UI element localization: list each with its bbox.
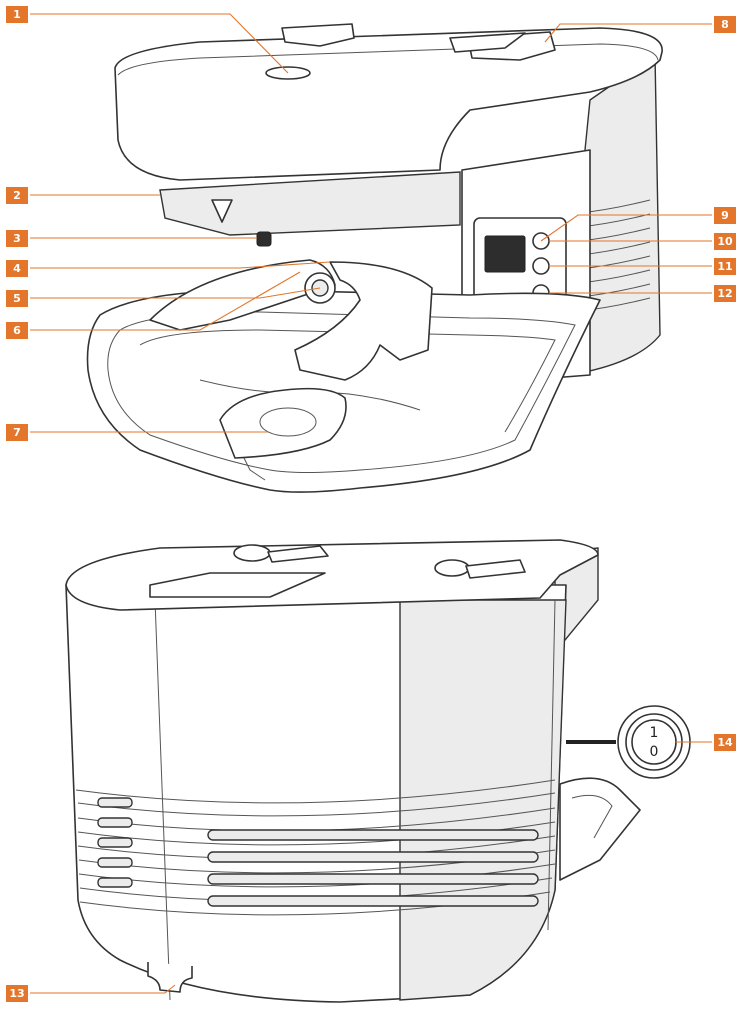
rear-top-opening: [149, 572, 326, 598]
callout-12: 12: [714, 285, 736, 302]
callout-1: 1: [6, 6, 28, 23]
lid-handle-left: [281, 23, 355, 47]
callout-2: 2: [6, 187, 28, 204]
rear-knob-right: [434, 559, 470, 577]
callout-7: 7: [6, 424, 28, 441]
charging-pad-inner: [259, 407, 317, 437]
rear-knob-left: [233, 544, 271, 562]
evacuation-hood: [159, 171, 461, 236]
callout-9: 9: [714, 207, 736, 224]
cleaning-arm-right: [294, 261, 433, 381]
power-off-label: 0: [650, 744, 659, 760]
callout-4: 4: [6, 260, 28, 277]
station-right-housing: [584, 53, 661, 373]
rear-handle: [267, 545, 329, 563]
callout-13: 13: [6, 985, 28, 1002]
dust-port: [449, 32, 526, 53]
callout-14: 14: [714, 734, 736, 751]
rear-housing-shadow: [399, 599, 567, 1001]
station-rear-view: 1 0: [65, 539, 691, 1003]
cable-notch: [147, 962, 193, 993]
station-lid: [114, 27, 663, 181]
station-front-view: [86, 23, 663, 493]
ir-sensor: [256, 231, 272, 247]
evacuation-nozzle: [211, 199, 233, 223]
rear-vent-grille: [97, 797, 539, 907]
callout-11: 11: [714, 258, 736, 275]
center-charging-pad: [219, 387, 347, 459]
rear-base-plate: [559, 777, 641, 881]
cleaning-arm-left: [149, 259, 336, 331]
callout-6: 6: [6, 322, 28, 339]
callout-5: 5: [6, 290, 28, 307]
power-on-label: 1: [650, 725, 659, 741]
dust-bag-window: [484, 235, 526, 273]
callout-10: 10: [714, 233, 736, 250]
rear-handle-right: [465, 559, 526, 579]
base-plate: [86, 289, 601, 493]
leader-lines: [30, 13, 712, 994]
button-2[interactable]: [532, 257, 550, 275]
callout-3: 3: [6, 230, 28, 247]
base-plate-inner: [107, 311, 576, 473]
callout-8: 8: [714, 16, 736, 33]
